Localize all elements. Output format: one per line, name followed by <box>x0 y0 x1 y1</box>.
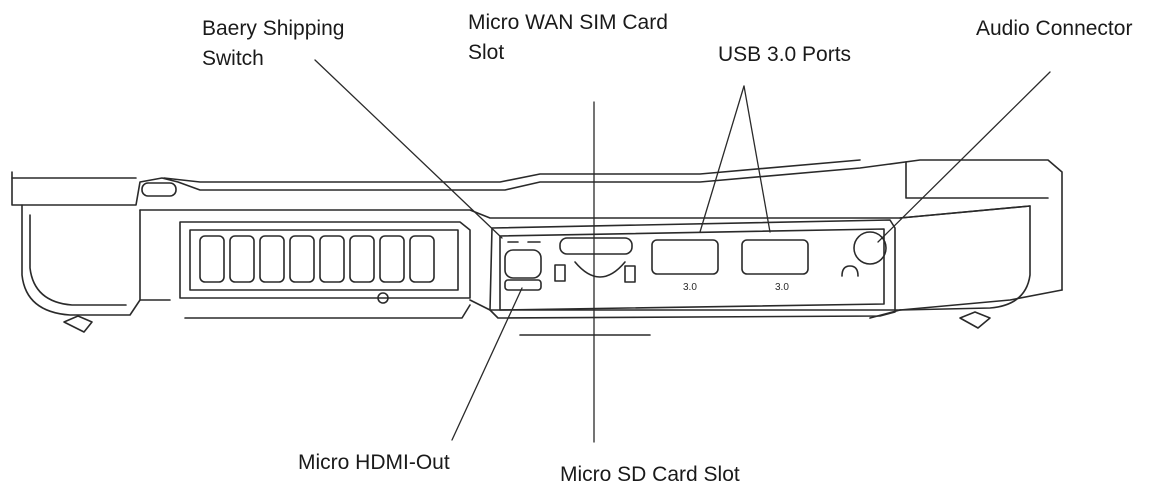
vent-cover-outline <box>179 221 471 299</box>
housing-top-edge <box>11 159 1063 291</box>
label-micro-hdmi-out: Micro HDMI-Out <box>298 451 450 474</box>
port-panel-outline <box>489 219 896 319</box>
vent-cover-inner <box>189 229 459 291</box>
leader-hdmi <box>451 287 523 441</box>
housing-top-inner <box>11 159 1049 199</box>
label-battery-shipping-switch: Baery Shipping Switch <box>202 17 345 70</box>
label-micro-wan-sim-slot: Micro WAN SIM Card Slot <box>468 11 668 64</box>
right-bumper-clip <box>959 311 991 329</box>
left-bumper <box>21 204 141 316</box>
label-audio-connector: Audio Connector <box>976 17 1133 40</box>
body-upper-line <box>139 205 1031 219</box>
usb-port-left <box>651 239 719 275</box>
leader-usb-right <box>743 85 771 233</box>
left-bumper-inner <box>29 214 127 306</box>
port-panel-inner <box>499 228 885 311</box>
micro-sd-slot <box>574 261 626 278</box>
label-usb-ports: USB 3.0 Ports <box>718 43 852 66</box>
battery-shipping-switch <box>504 249 542 279</box>
leader-battery-switch <box>314 59 503 239</box>
left-bumper-clip <box>63 315 93 333</box>
leader-audio <box>877 71 1051 243</box>
usb-port-right <box>741 239 809 275</box>
leader-usb-left <box>699 85 745 233</box>
vent-slots <box>199 235 435 283</box>
headphone-icon <box>841 265 859 277</box>
vent-screw <box>377 292 389 304</box>
usb-left-mark: 3.0 <box>683 282 697 293</box>
leader-lines <box>314 59 1051 443</box>
label-micro-sd-slot: Micro SD Card Slot <box>560 463 740 486</box>
right-bumper <box>899 205 1031 311</box>
usb-right-mark: 3.0 <box>775 282 789 293</box>
micro-sim-slot <box>559 237 633 255</box>
audio-connector <box>853 231 887 265</box>
body-lower-line <box>139 289 1063 311</box>
micro-hdmi-port <box>504 279 542 291</box>
power-button <box>141 182 177 197</box>
sd-icon <box>554 264 566 282</box>
sim-icon <box>624 265 636 283</box>
